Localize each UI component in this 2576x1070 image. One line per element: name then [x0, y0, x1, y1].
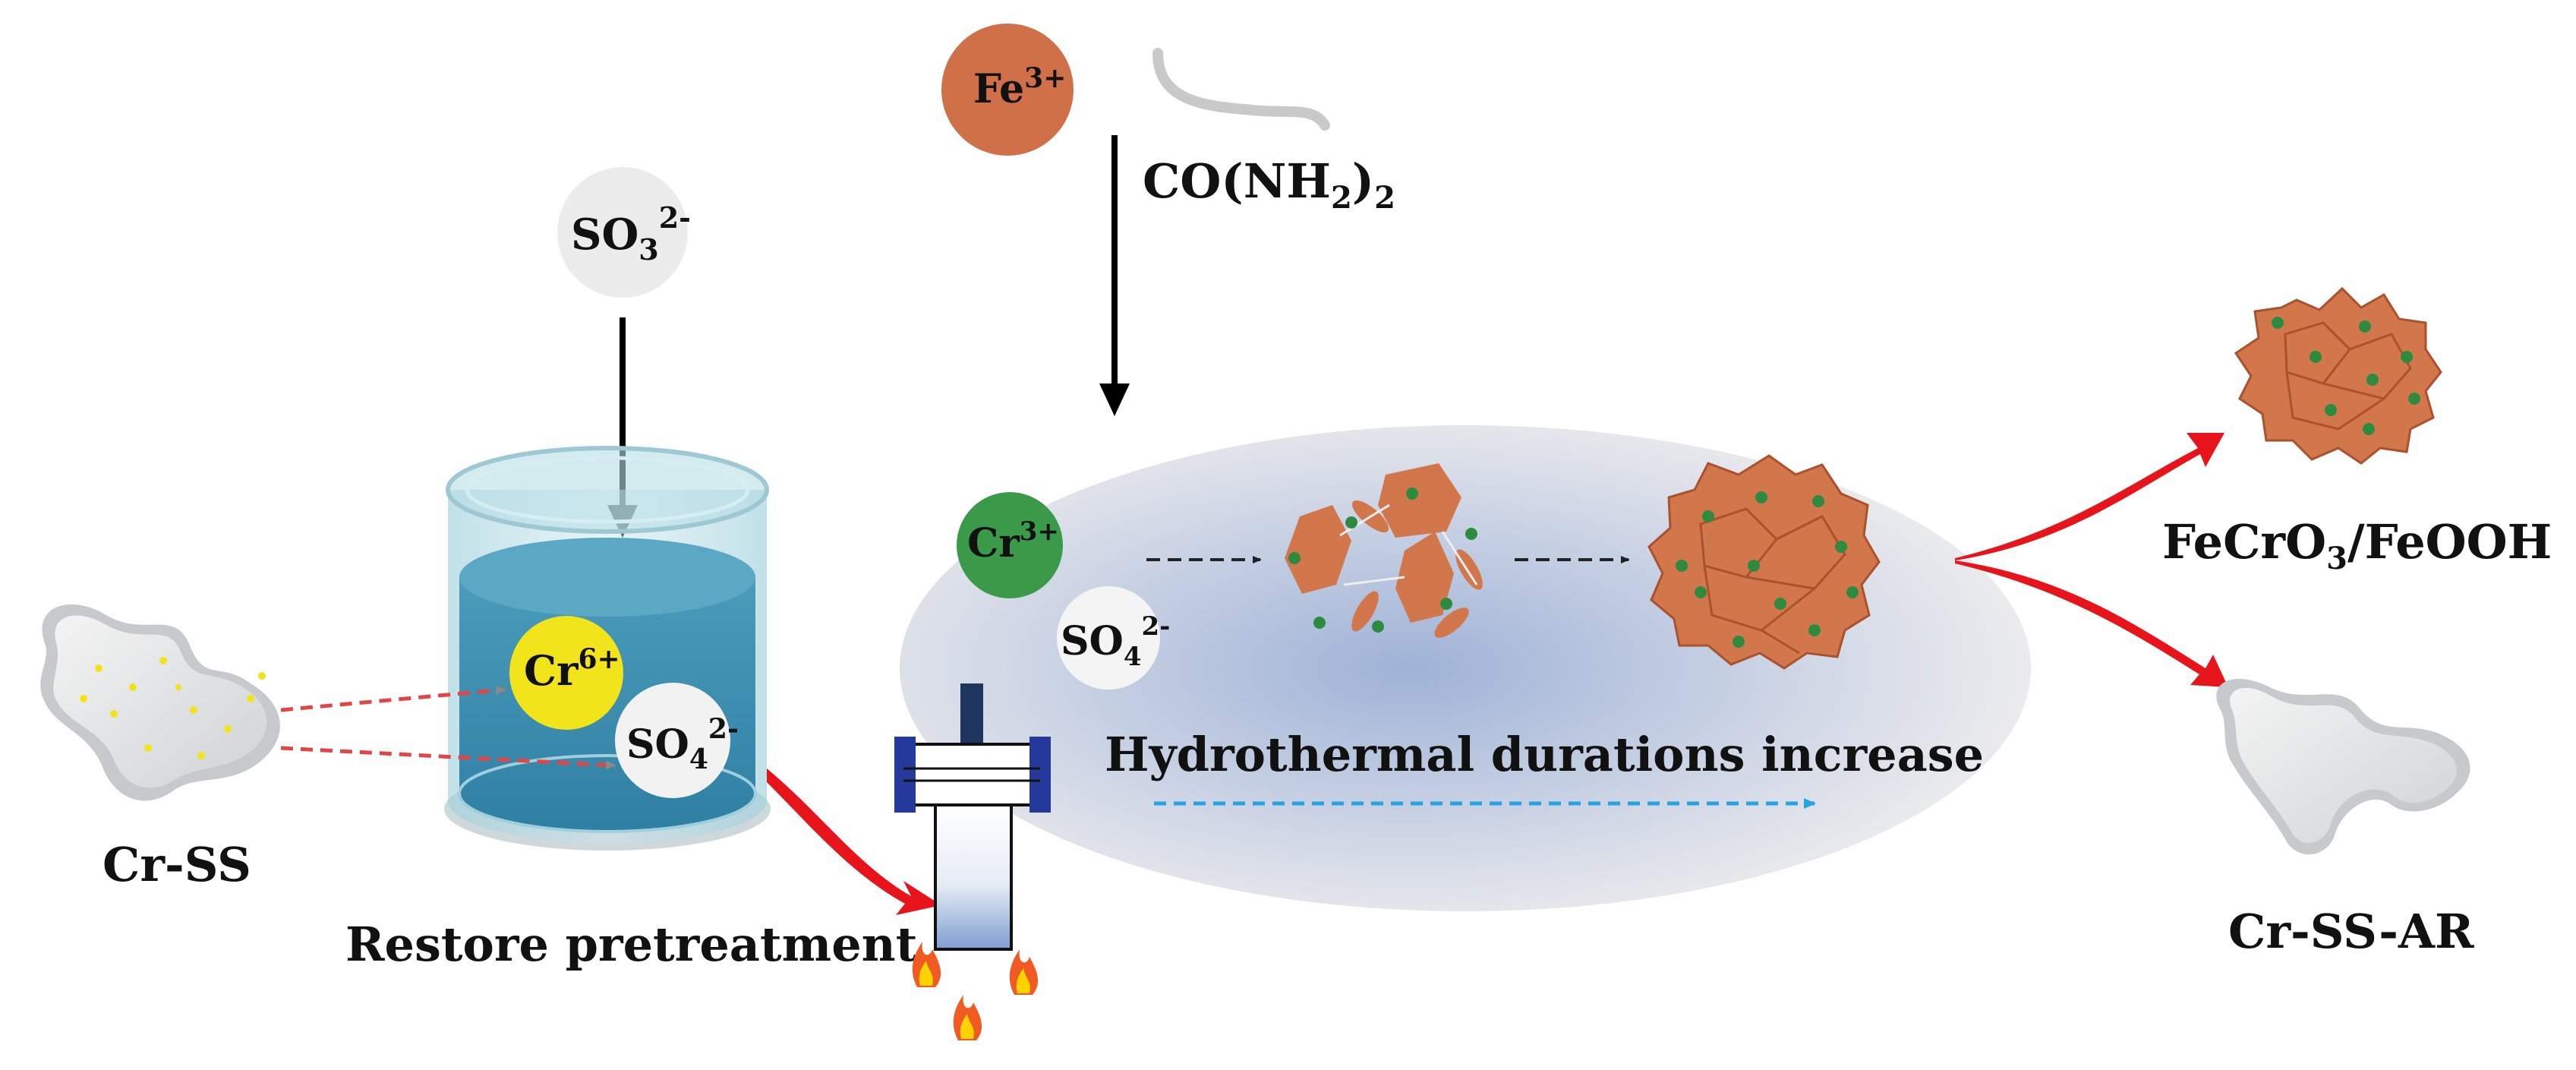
svg-text:SO42-: SO42- [1061, 611, 1170, 672]
product-crystal [2234, 286, 2442, 465]
so4-ion-ball-mid: SO42- [1057, 586, 1170, 690]
flame-icon [912, 942, 941, 987]
flame-icon [1009, 949, 1039, 995]
so4-ion-ball-left: SO42- [615, 683, 739, 798]
svg-text:Cr3+: Cr3+ [967, 516, 1059, 567]
fe-ion-ball: Fe3+ [941, 24, 1074, 156]
urea-squiggle [1152, 48, 1330, 131]
product-arrow-lower [1955, 560, 2228, 687]
svg-text:Cr6+: Cr6+ [524, 643, 620, 695]
autoclave-icon [894, 683, 1051, 951]
cr3-ion-ball: Cr3+ [957, 492, 1063, 598]
leach-arrow-so4 [280, 746, 616, 770]
crystal-icon [1647, 454, 1881, 670]
restore-label: Restore pretreatment [345, 917, 918, 972]
transfer-arrow [767, 769, 941, 915]
svg-text:SO42-: SO42- [626, 713, 739, 775]
svg-text:Fe3+: Fe3+ [973, 62, 1066, 112]
flame-icon [953, 995, 982, 1040]
intermediate-crystals [1285, 463, 1483, 638]
sludge-icon [40, 604, 280, 801]
leach-arrow-cr6 [280, 686, 506, 712]
urea-label: CO(NH2)2 [1143, 153, 1395, 216]
so3-ion-ball: SO32- [557, 167, 691, 298]
svg-text:SO32-: SO32- [571, 200, 691, 267]
hydrothermal-label: Hydrothermal durations increase [1105, 727, 1984, 782]
product-arrow-upper [1955, 433, 2224, 560]
cr6-ion-ball: Cr6+ [509, 616, 623, 730]
sludge-icon [2216, 678, 2470, 855]
cr-ss-label: Cr-SS [102, 837, 251, 892]
product-label-fecro3: FeCrO3/FeOOH [2162, 514, 2552, 576]
product-label-cr-ss-ar: Cr-SS-AR [2228, 904, 2474, 959]
